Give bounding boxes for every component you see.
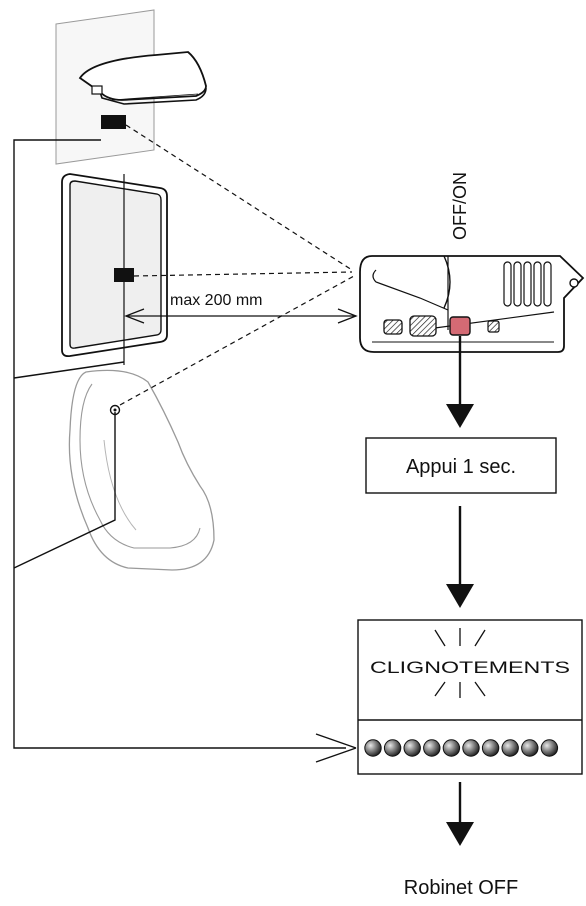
indicator-led — [442, 739, 461, 757]
press-box-label: Appui 1 sec. — [406, 456, 516, 478]
sensor-sight-lines — [119, 124, 355, 406]
remote-button-1[interactable] — [383, 319, 403, 335]
press-box — [365, 437, 557, 494]
indicator-led — [521, 739, 539, 757]
max-distance-label: max 200 mm — [170, 292, 262, 309]
arrow-to-press — [446, 336, 474, 428]
arrow-to-blink — [446, 506, 474, 608]
indicator-led — [423, 739, 441, 757]
indicator-led — [364, 739, 382, 757]
blink-rays — [434, 628, 486, 698]
remote-grille — [503, 261, 552, 307]
urinal-fixture — [68, 369, 215, 571]
indicator-led — [481, 739, 500, 757]
off-on-label: OFF/ON — [450, 172, 470, 240]
blink-box-label: CLIGNOTEMENTS — [370, 658, 570, 677]
indicator-led — [540, 739, 559, 757]
led-row — [364, 739, 559, 757]
remote-control — [359, 255, 585, 353]
indicator-led — [501, 739, 519, 757]
max-distance-arrow — [124, 308, 358, 324]
remote-off-on-button[interactable] — [449, 316, 471, 336]
indicator-led — [383, 739, 402, 757]
wiring — [13, 139, 357, 763]
remote-button-4[interactable] — [487, 320, 500, 333]
remote-button-2[interactable] — [409, 315, 437, 337]
indicator-led — [403, 739, 421, 757]
indicator-led — [462, 739, 480, 757]
spout-fixture — [55, 9, 207, 165]
result-label: Robinet OFF — [404, 877, 518, 899]
arrow-to-result — [446, 782, 474, 846]
panel-fixture — [61, 173, 168, 365]
